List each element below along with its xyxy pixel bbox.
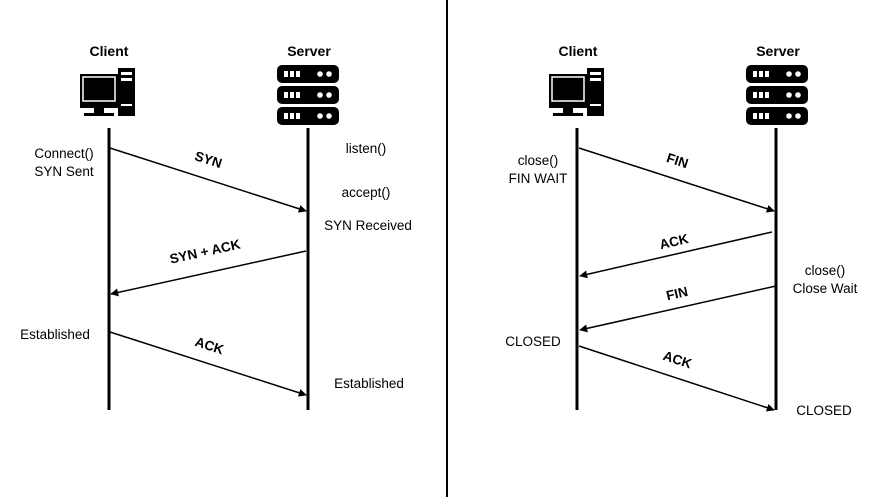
handshake-client-title: Client xyxy=(90,43,129,59)
teardown-panel: Client Server close() FIN WAIT close() C… xyxy=(505,43,857,418)
arrow-syn xyxy=(109,147,307,213)
server-state-established: Established xyxy=(334,376,404,391)
arrow-syn-ack xyxy=(110,250,307,297)
teardown-client-title: Client xyxy=(559,43,598,59)
server-state-close-wait: Close Wait xyxy=(793,281,858,296)
msg-ack-1-label: ACK xyxy=(658,231,690,252)
msg-ack-2-label: ACK xyxy=(661,348,694,371)
arrow-ack-2 xyxy=(578,345,775,412)
handshake-server-title: Server xyxy=(287,43,331,59)
client-state-syn-sent: SYN Sent xyxy=(34,164,94,179)
server-state-syn-received: SYN Received xyxy=(324,218,412,233)
server-state-close: close() xyxy=(805,263,846,278)
client-computer-icon xyxy=(548,67,605,117)
msg-ack-label: ACK xyxy=(193,334,226,357)
server-state-accept: accept() xyxy=(342,185,391,200)
arrow-fin-2 xyxy=(579,285,777,333)
handshake-panel: Client Server Connect() SYN Sent listen(… xyxy=(20,43,412,410)
client-computer-icon xyxy=(79,67,136,117)
client-state-close: close() xyxy=(518,153,559,168)
msg-fin-1-label: FIN xyxy=(665,150,690,171)
server-rack-icon xyxy=(277,65,339,125)
arrow-fin-1 xyxy=(578,147,775,213)
client-state-fin-wait: FIN WAIT xyxy=(509,171,568,186)
client-state-established: Established xyxy=(20,327,90,342)
server-rack-icon xyxy=(746,65,808,125)
arrow-ack-1 xyxy=(579,231,773,279)
msg-syn-label: SYN xyxy=(193,148,224,171)
msg-syn-ack-label: SYN + ACK xyxy=(168,237,242,267)
client-state-closed: CLOSED xyxy=(505,334,561,349)
teardown-server-title: Server xyxy=(756,43,800,59)
msg-fin-2-label: FIN xyxy=(665,284,689,303)
arrow-ack xyxy=(109,331,307,397)
client-state-connect: Connect() xyxy=(34,146,93,161)
server-state-closed: CLOSED xyxy=(796,403,852,418)
server-state-listen: listen() xyxy=(346,141,387,156)
